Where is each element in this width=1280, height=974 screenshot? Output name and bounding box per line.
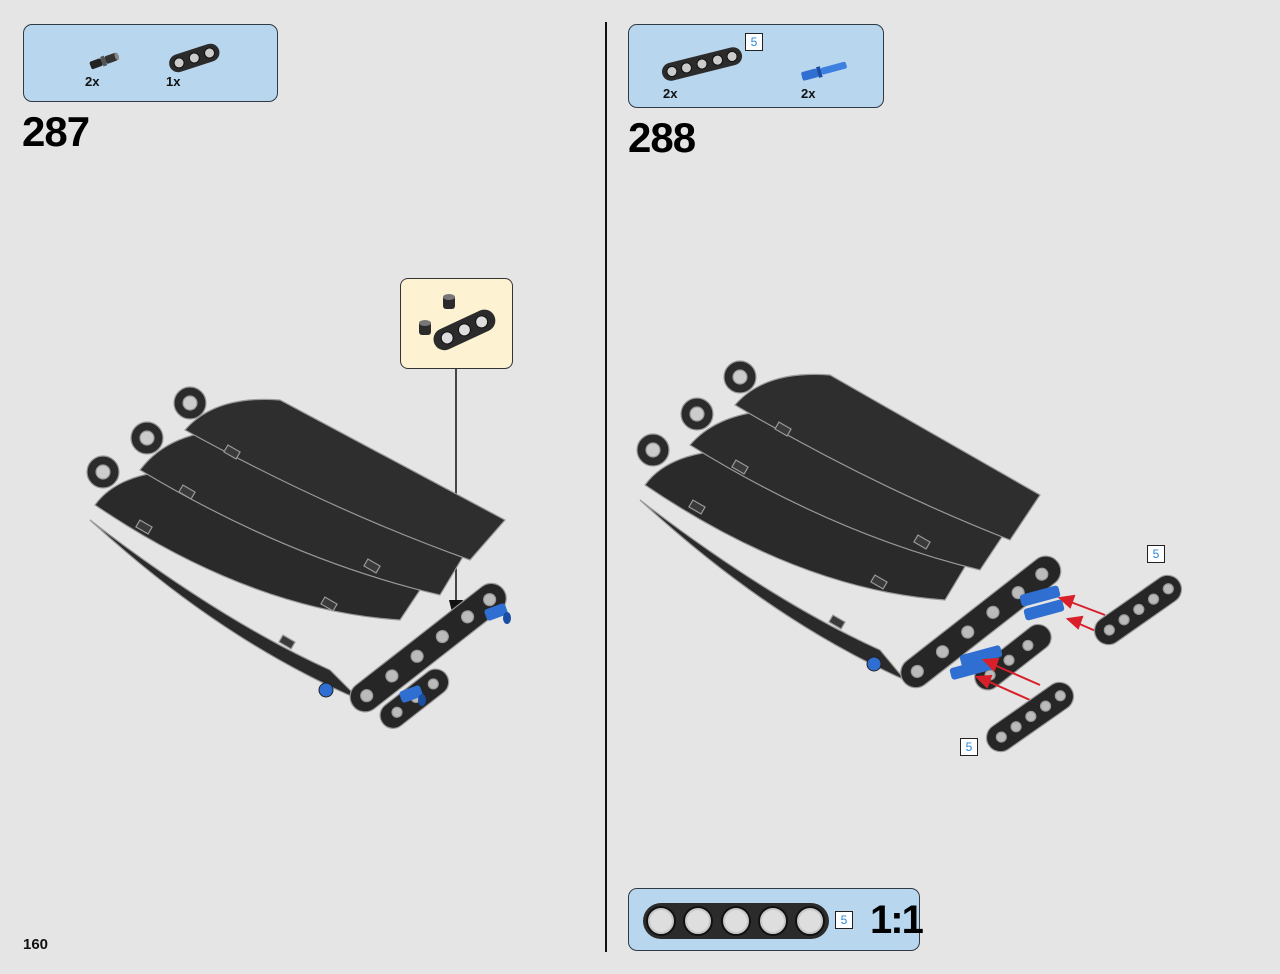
scale-label: 1:1 (870, 898, 924, 942)
beam-5-icon (661, 47, 743, 81)
connector-pin-icon (89, 52, 120, 70)
qty-beam: 1x (166, 74, 181, 89)
length-tag-parts: 5 (745, 33, 763, 51)
beam-3-icon (169, 43, 220, 73)
beam-5-scale-icon (643, 903, 829, 939)
page-divider (605, 22, 607, 952)
parts-box-step-287: 2x 1x (23, 24, 278, 102)
step-number-287: 287 (22, 108, 90, 155)
callout-subassembly (400, 278, 513, 369)
qty-pin: 2x (85, 74, 100, 89)
length-tag-beam-lower: 5 (960, 738, 978, 756)
step-number-288: 288 (628, 114, 696, 161)
length-tag-scale: 5 (835, 911, 853, 929)
qty-beam-5: 2x (663, 86, 678, 101)
blue-axle-pin-icon (801, 61, 847, 81)
page-number: 160 (23, 936, 49, 953)
length-tag-beam-upper: 5 (1147, 545, 1165, 563)
scale-box: 5 1:1 (628, 888, 924, 951)
parts-box-step-288: 5 2x 2x (628, 24, 884, 108)
beam-with-pins-icon (419, 294, 496, 351)
qty-blue-pin: 2x (801, 86, 816, 101)
